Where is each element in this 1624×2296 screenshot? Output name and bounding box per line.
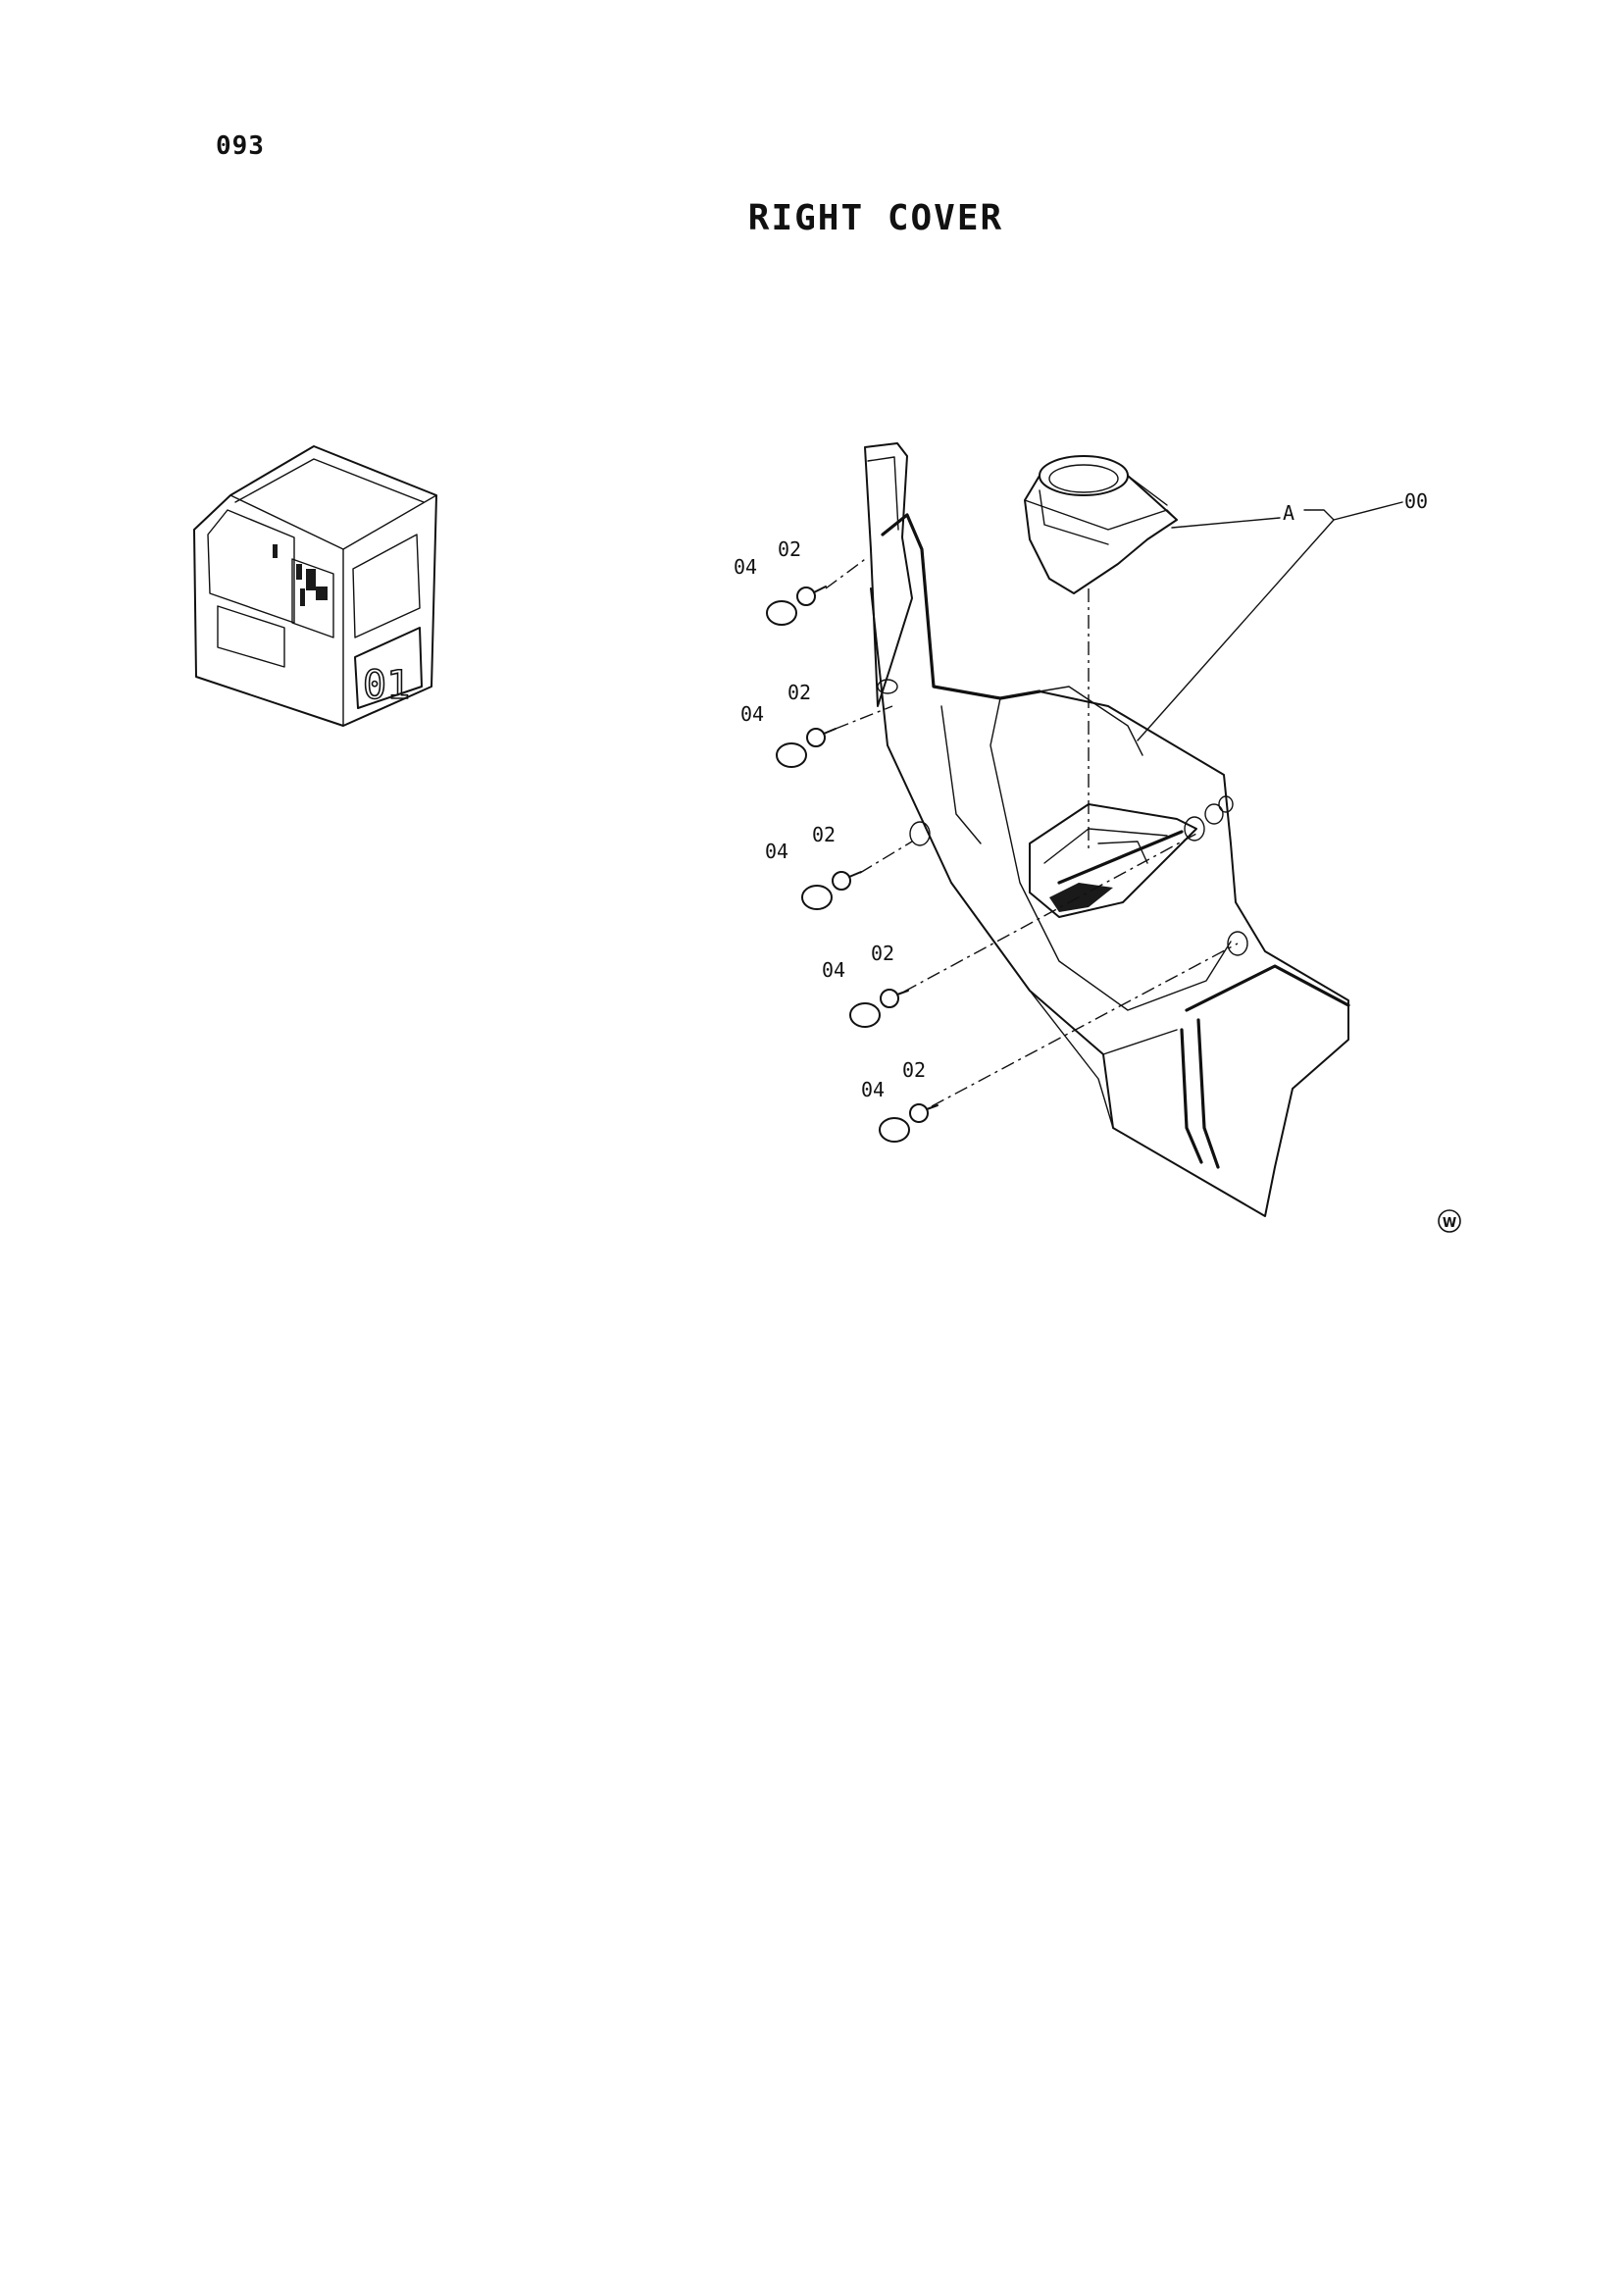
assembly-leaders (1088, 501, 1403, 853)
callout-bolt: 02 (902, 1058, 926, 1082)
fastener-set-2 (776, 728, 837, 768)
fastener-set-5 (879, 1103, 939, 1143)
cab-locator-illustration: 01 (193, 445, 437, 727)
mark-symbol: W (1443, 1216, 1456, 1231)
callout-assembly: 00 (1404, 489, 1428, 513)
attachment-lines (825, 556, 1239, 1107)
callout-cap: 04 (765, 840, 788, 863)
page-number: 093 (216, 131, 265, 161)
callout-cap: 04 (822, 958, 845, 982)
callout-cap: 04 (734, 555, 757, 579)
fastener-set-4 (849, 989, 909, 1028)
cup-holder-part (1024, 455, 1178, 594)
circled-w-mark: W (1438, 1209, 1461, 1233)
callout-bolt: 02 (871, 942, 894, 965)
callout-bolt: 02 (778, 537, 801, 561)
svg-text:01: 01 (363, 663, 410, 708)
callout-cap: 04 (740, 702, 764, 726)
fastener-set-1 (766, 586, 827, 626)
callout-bolt: 02 (787, 681, 811, 704)
page-title: RIGHT COVER (747, 198, 1004, 238)
callout-cap: 04 (861, 1078, 885, 1101)
callout-bolt: 02 (812, 823, 836, 846)
callout-sub-a: A (1283, 501, 1294, 525)
fastener-set-3 (801, 871, 862, 910)
right-cover-part (864, 442, 1350, 1217)
